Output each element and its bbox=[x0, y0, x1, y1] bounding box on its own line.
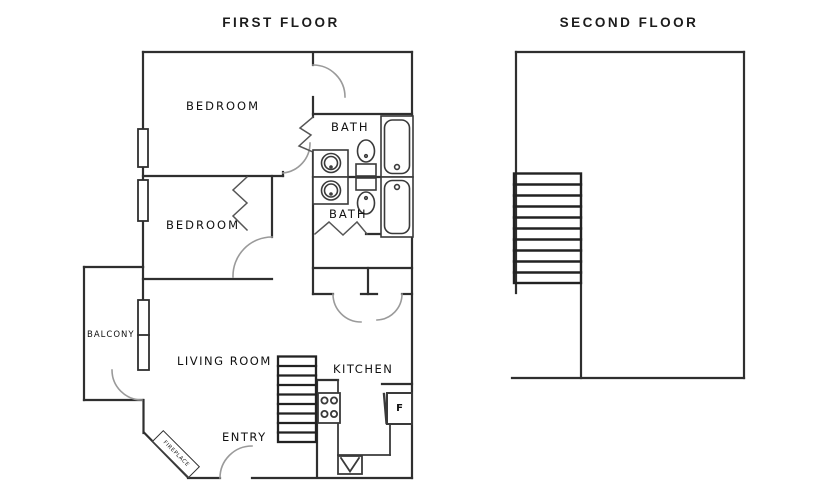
door-arc-balcony bbox=[111, 369, 143, 401]
first-floor-title: FIRST FLOOR bbox=[222, 15, 340, 30]
stairs-second-floor bbox=[512, 172, 583, 285]
kitchen-sink bbox=[337, 455, 363, 475]
door-arc-hall-right bbox=[376, 293, 403, 321]
stove bbox=[317, 392, 341, 424]
label-bath-2: BATH bbox=[329, 207, 368, 221]
accordion-door-bath2 bbox=[313, 220, 369, 237]
window-bedroom2 bbox=[137, 179, 149, 222]
refrigerator-door bbox=[382, 392, 388, 425]
bathtub-1 bbox=[380, 115, 414, 178]
accordion-door-bath1 bbox=[297, 115, 315, 153]
label-refrigerator: F bbox=[396, 403, 403, 414]
toilet-2 bbox=[355, 177, 377, 215]
accordion-doors bbox=[231, 115, 369, 237]
door-arc-hall-left bbox=[332, 293, 362, 323]
label-bedroom-1: BEDROOM bbox=[186, 99, 261, 113]
label-living-room: LIVING ROOM bbox=[177, 354, 272, 368]
door-arc-vestibule bbox=[312, 64, 346, 98]
door-arc-bedroom2 bbox=[232, 236, 273, 278]
label-bedroom-2: BEDROOM bbox=[166, 218, 241, 232]
label-kitchen: KITCHEN bbox=[333, 362, 394, 376]
window-bedroom1 bbox=[137, 128, 149, 168]
refrigerator bbox=[382, 392, 413, 425]
bathroom-fixtures bbox=[312, 115, 414, 238]
sink-vanity-2 bbox=[312, 176, 349, 205]
second-floor-plan bbox=[510, 50, 746, 380]
window-symbols bbox=[137, 128, 150, 371]
accordion-door-closet bbox=[231, 175, 249, 232]
second-floor-walls bbox=[510, 50, 746, 380]
first-floor-exterior-walls bbox=[82, 50, 414, 480]
door-arc-bedroom1 bbox=[282, 142, 311, 174]
first-floor-plan bbox=[82, 50, 414, 480]
label-bath-1: BATH bbox=[331, 120, 370, 134]
toilet-1 bbox=[355, 139, 377, 177]
sink-vanity-1 bbox=[312, 149, 349, 178]
label-balcony: BALCONY bbox=[87, 330, 135, 340]
door-arcs bbox=[111, 64, 403, 479]
bathtub-2 bbox=[380, 176, 414, 238]
label-entry: ENTRY bbox=[222, 430, 267, 444]
door-arc-entry bbox=[219, 445, 253, 479]
second-floor-title: SECOND FLOOR bbox=[559, 15, 699, 30]
stairs-first-floor bbox=[276, 355, 318, 444]
kitchen-fixtures bbox=[317, 379, 413, 475]
